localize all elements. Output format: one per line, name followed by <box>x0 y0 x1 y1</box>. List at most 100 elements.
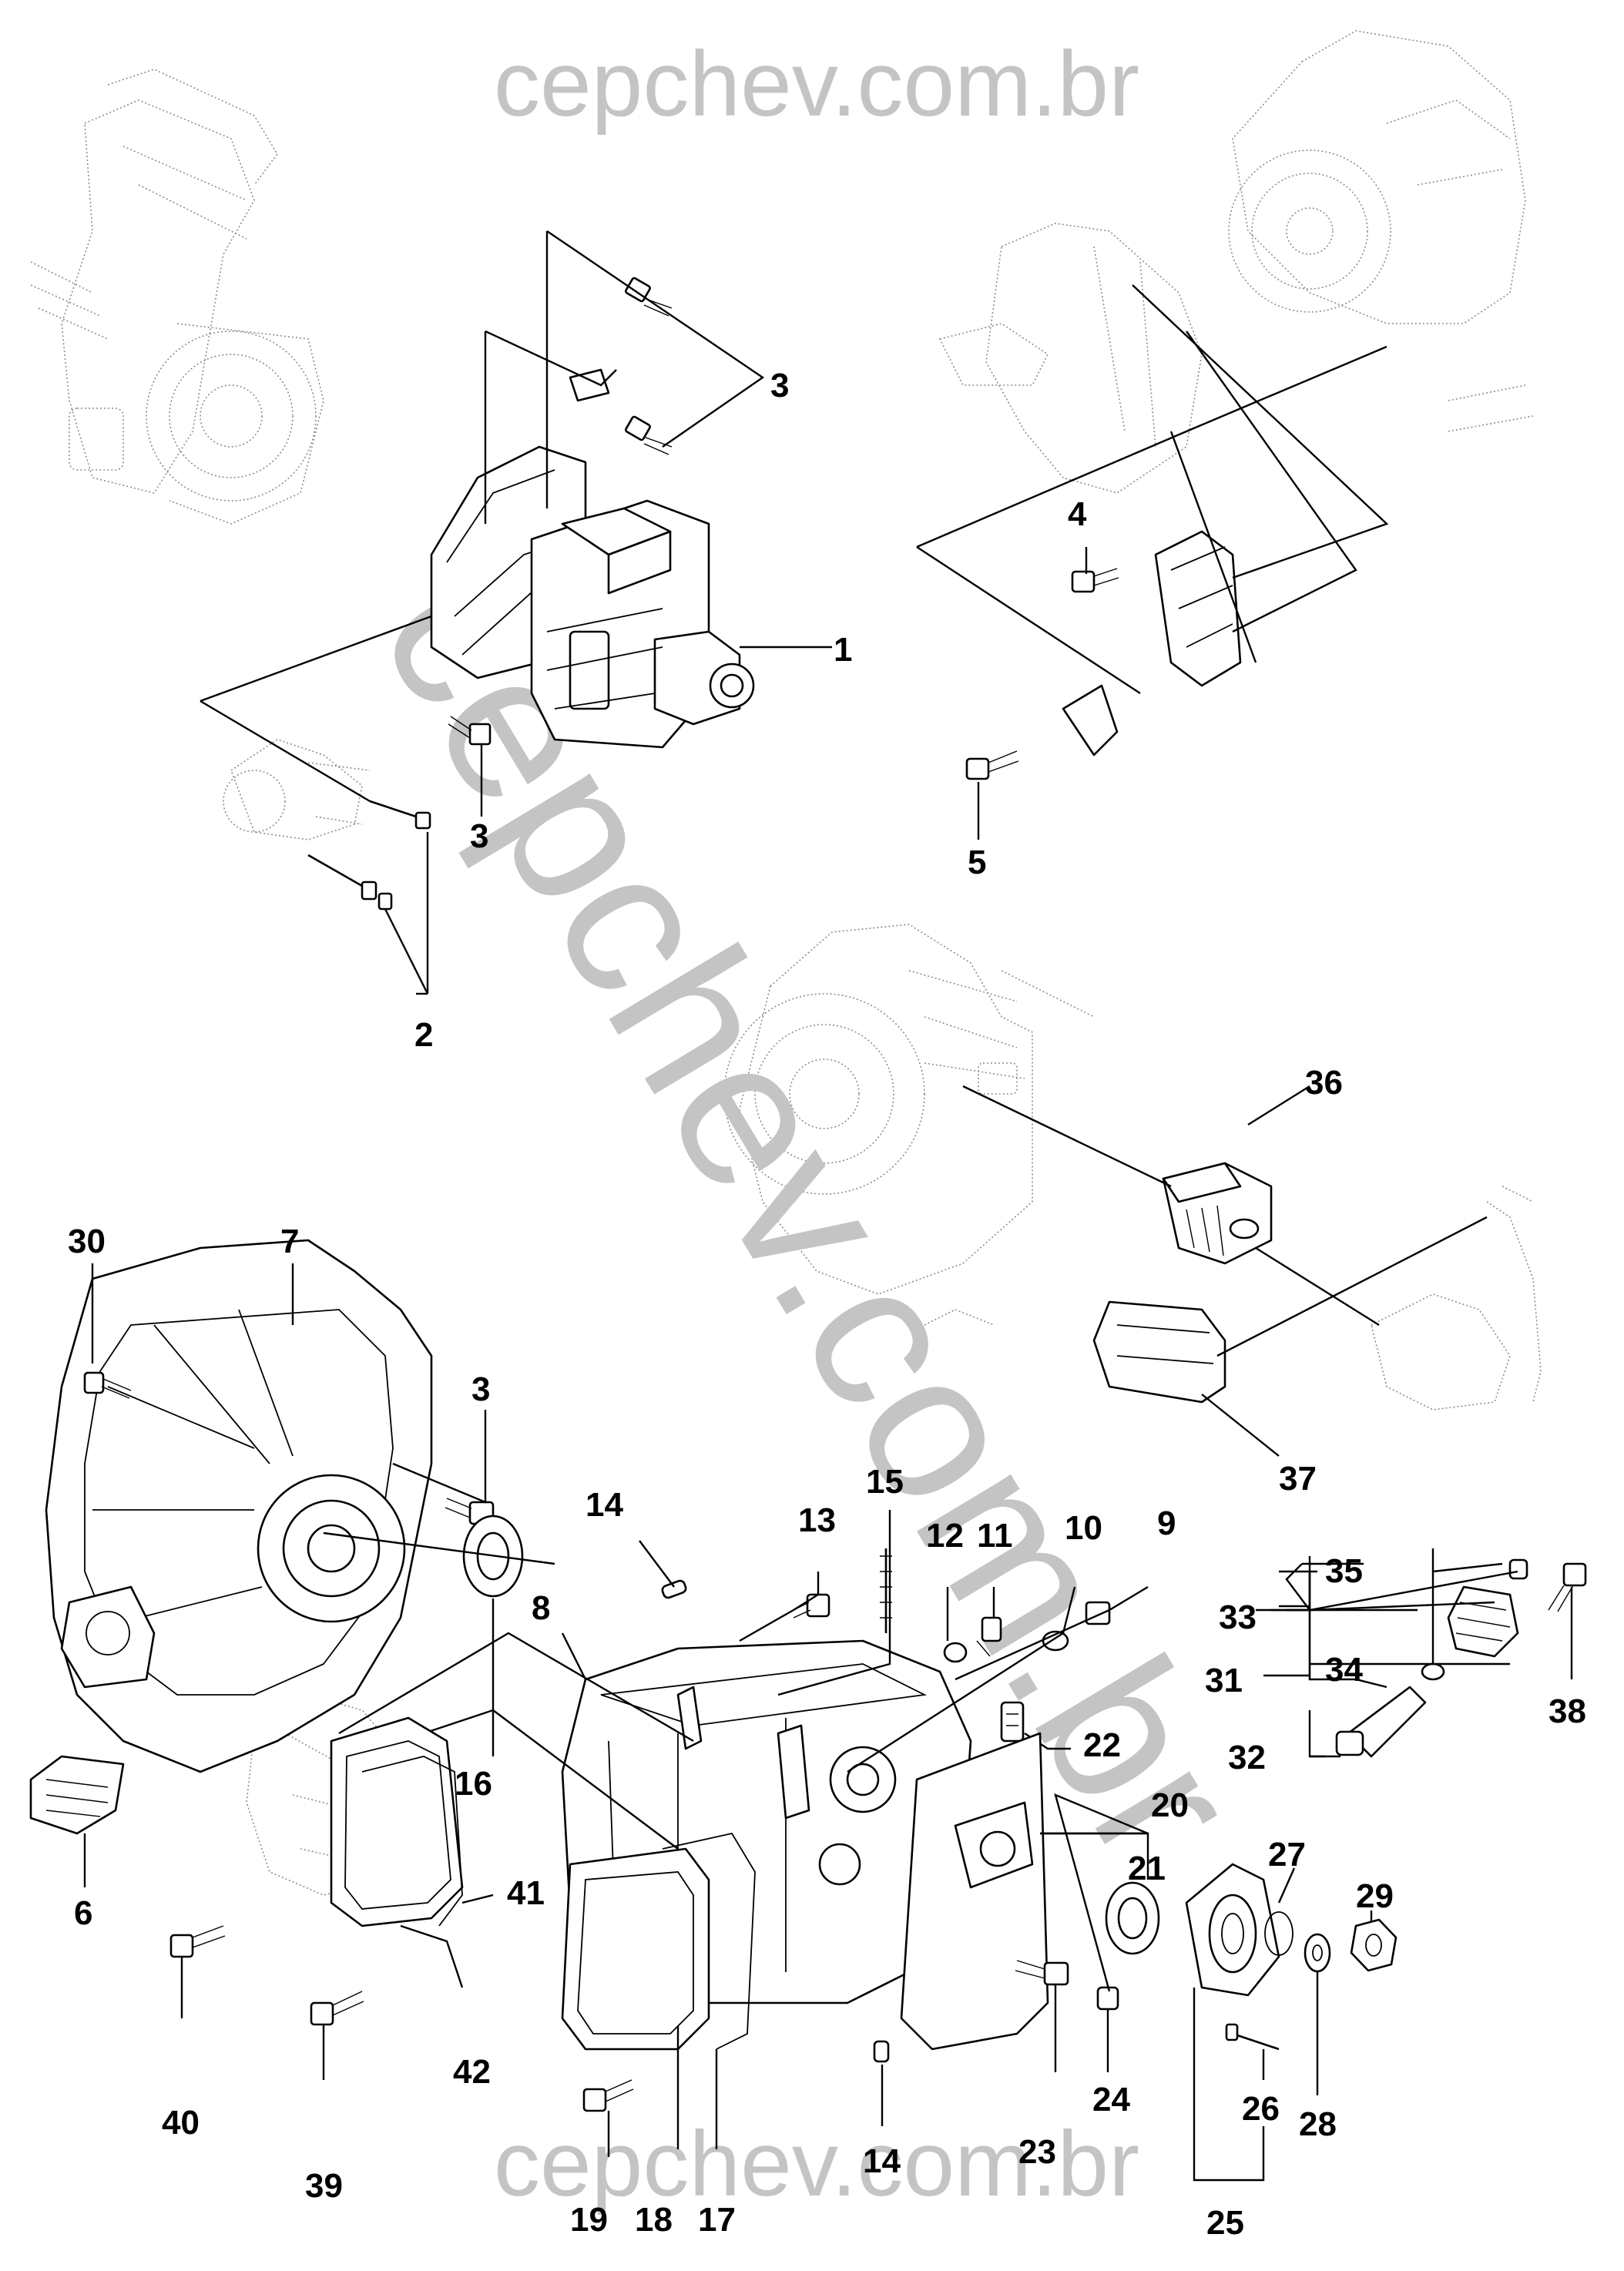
callout-14-lower: 14 <box>863 2142 901 2180</box>
callout-42: 42 <box>453 2053 491 2091</box>
rear-cover-41 <box>330 1716 464 1927</box>
pin-14-upper <box>661 1579 687 1599</box>
leaders-far-right <box>1256 1548 1573 1758</box>
stud-15 <box>880 1548 892 1633</box>
bell-housing-7 <box>45 1239 433 1773</box>
callout-6: 6 <box>74 1894 92 1932</box>
plug-35 <box>1508 1558 1528 1580</box>
callout-40: 40 <box>162 2104 200 2142</box>
oring-34 <box>1421 1662 1445 1681</box>
bolt-19 <box>582 2079 634 2112</box>
ghost-engine-middle <box>723 924 1095 1326</box>
watermark-bottom: cepchev.com.br <box>494 2112 1139 2216</box>
ghost-engine-top-right <box>938 30 1534 494</box>
callout-38: 38 <box>1549 1692 1586 1730</box>
ghost-engine-top-left <box>30 69 324 525</box>
callout-27: 27 <box>1268 1836 1306 1873</box>
leaders-bottom-right <box>1040 1793 1373 2182</box>
callout-labels: 1 2 3 3 3 4 5 6 7 8 9 10 11 12 13 14 14 … <box>68 367 1586 2242</box>
callout-32: 32 <box>1228 1739 1266 1776</box>
callout-8: 8 <box>532 1589 550 1627</box>
bolt-30 <box>83 1371 132 1399</box>
plug-9 <box>1085 1601 1111 1625</box>
callout-34: 34 <box>1325 1651 1363 1689</box>
bolt-40 <box>169 1925 226 1958</box>
callout-30: 30 <box>68 1223 106 1260</box>
pin-14-lower <box>873 2040 890 2063</box>
extension-housing-20 <box>900 1732 1049 2051</box>
callout-41: 41 <box>507 1874 545 1912</box>
callout-36: 36 <box>1305 1064 1343 1102</box>
callout-9: 9 <box>1157 1504 1176 1542</box>
plug-11 <box>976 1616 1002 1657</box>
leaders-bottom-left <box>83 1263 555 1887</box>
leaders-top-right <box>916 284 1389 840</box>
callout-22: 22 <box>1083 1726 1121 1764</box>
stud-2-lower <box>307 854 393 911</box>
gasket-18 <box>561 1847 710 2051</box>
small-bracket <box>1062 684 1119 756</box>
washer-27 <box>1264 1911 1293 1956</box>
callout-1: 1 <box>834 631 852 669</box>
callout-3-middle: 3 <box>470 817 488 855</box>
callout-35: 35 <box>1325 1552 1363 1590</box>
nut-29 <box>1350 1918 1398 1972</box>
speedo-sensor-33 <box>1447 1585 1519 1658</box>
callout-16: 16 <box>455 1765 492 1803</box>
drive-gear-32 <box>1335 1686 1427 1758</box>
callout-26: 26 <box>1242 2090 1280 2128</box>
seal-21 <box>1105 1881 1160 1955</box>
gasket-42 <box>361 1756 463 1927</box>
switch-22 <box>1000 1701 1025 1743</box>
mount-bracket <box>1154 530 1242 687</box>
bolt-38 <box>1548 1562 1587 1612</box>
callout-10: 10 <box>1065 1509 1102 1547</box>
callout-13: 13 <box>798 1501 836 1539</box>
callout-25: 25 <box>1206 2204 1244 2242</box>
callout-28: 28 <box>1299 2105 1337 2143</box>
callout-37: 37 <box>1279 1460 1317 1498</box>
callout-3-top: 3 <box>770 367 789 404</box>
callout-33: 33 <box>1219 1598 1257 1636</box>
callout-19: 19 <box>570 2201 608 2239</box>
callout-15: 15 <box>866 1463 904 1501</box>
callout-11: 11 <box>977 1517 1013 1555</box>
bolt-39 <box>310 1991 364 2026</box>
callout-17: 17 <box>698 2201 736 2239</box>
flange-25 <box>1185 1863 1280 1997</box>
cover-17 <box>662 1832 756 2050</box>
cover-6 <box>29 1755 125 1835</box>
starter-solenoid-36 <box>1162 1162 1273 1265</box>
bolt-3-lower <box>448 716 492 746</box>
callout-12: 12 <box>926 1517 964 1555</box>
callout-18: 18 <box>635 2201 673 2239</box>
clip-upper <box>569 368 610 402</box>
bolt-3-middle <box>625 415 673 455</box>
ghost-starter-motor-top <box>223 739 371 840</box>
bolt-4 <box>1071 568 1119 593</box>
washer-12 <box>943 1642 968 1663</box>
leaders-bottom-left-cover <box>180 1632 694 2080</box>
callout-29: 29 <box>1356 1877 1394 1915</box>
stud-2-upper <box>369 800 431 830</box>
leaders-middle-right <box>962 1085 1488 1457</box>
bolt-5 <box>965 750 1019 780</box>
callout-4: 4 <box>1068 495 1087 533</box>
callout-21: 21 <box>1128 1850 1166 1887</box>
washer-28 <box>1304 1933 1331 1973</box>
callout-7: 7 <box>280 1223 299 1260</box>
watermark-top: cepchev.com.br <box>494 32 1139 136</box>
callout-23: 23 <box>1018 2133 1056 2171</box>
leaders-top-left <box>200 230 832 995</box>
callout-24: 24 <box>1092 2081 1130 2118</box>
leaders-bottom-center <box>400 1510 1149 2157</box>
callout-3-housing: 3 <box>471 1370 490 1408</box>
callout-2: 2 <box>414 1016 433 1054</box>
callout-5: 5 <box>968 844 986 881</box>
starter-boot-37 <box>1092 1300 1226 1404</box>
callout-20: 20 <box>1151 1786 1189 1824</box>
ghost-cable-right <box>1371 1186 1542 1411</box>
callout-14-upper: 14 <box>586 1486 623 1524</box>
bolt-24 <box>1096 1986 1119 2011</box>
